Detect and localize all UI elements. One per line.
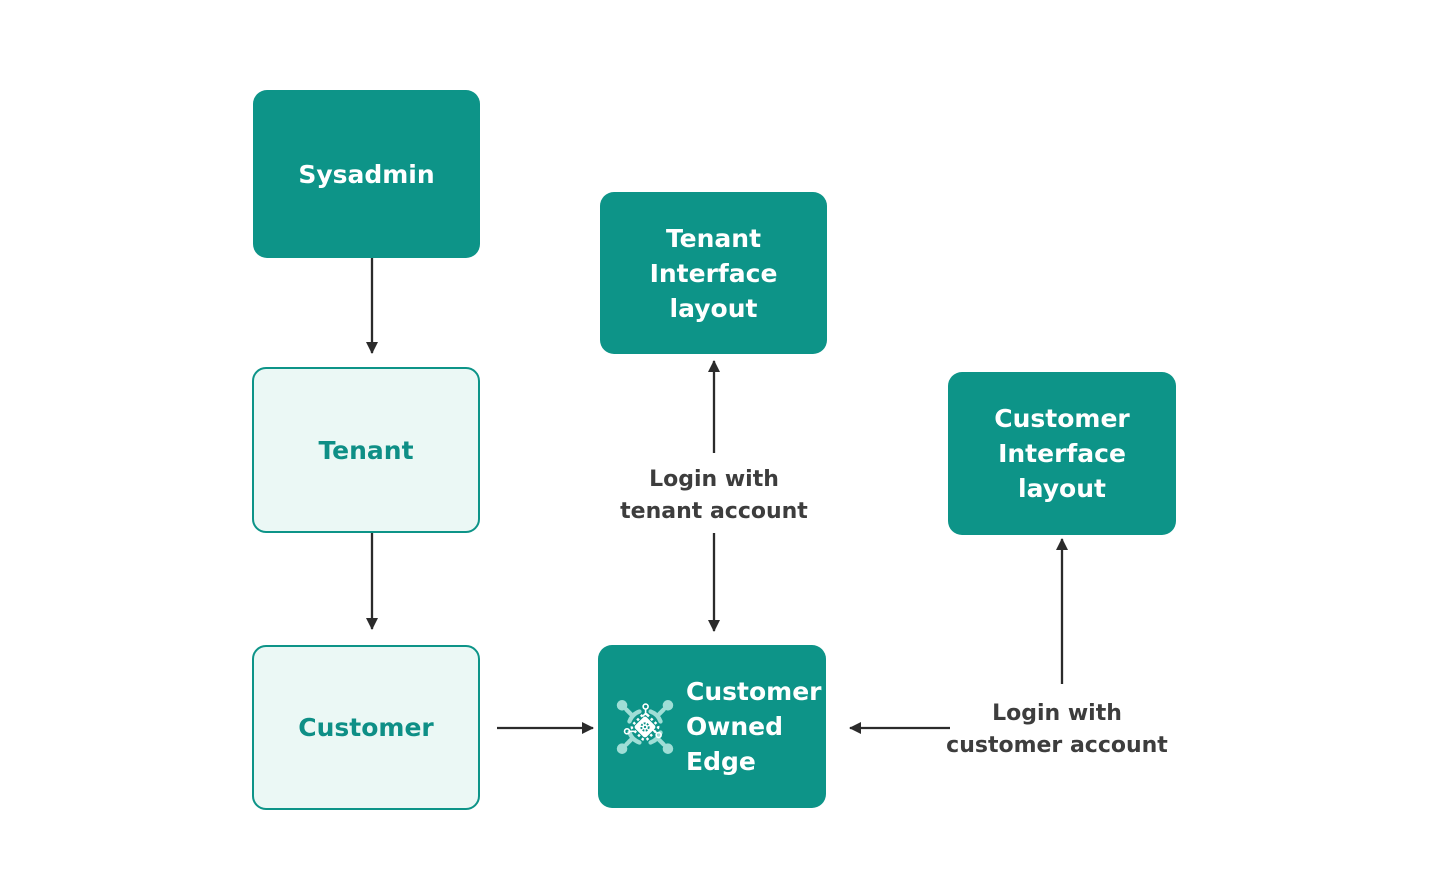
node-label: Sysadmin: [298, 159, 435, 189]
node-label: Customer Owned Edge: [686, 677, 822, 776]
edge-computing-icon: [614, 696, 676, 758]
node-label: Tenant Interface layout: [649, 223, 778, 323]
node-label: Tenant: [318, 435, 414, 465]
edge-label-login-with-customer-account: Login with customer account: [942, 698, 1172, 762]
edge-label-login-with-tenant-account: Login with tenant account: [599, 464, 829, 528]
node-tenant: Tenant: [252, 367, 480, 533]
node-customer: Customer: [252, 645, 480, 810]
edge-label-line: tenant account: [620, 499, 808, 524]
edge-label-line: customer account: [946, 733, 1168, 758]
edge-label-line: Login with: [649, 467, 779, 492]
node-tenant-interface-layout: Tenant Interface layout: [600, 192, 827, 354]
edge-label-line: Login with: [992, 701, 1122, 726]
node-sysadmin: Sysadmin: [253, 90, 480, 258]
node-label: Customer Interface layout: [994, 404, 1130, 503]
node-customer-interface-layout: Customer Interface layout: [948, 372, 1176, 535]
node-label: Customer: [298, 713, 434, 742]
node-customer-owned-edge: Customer Owned Edge: [598, 645, 826, 808]
